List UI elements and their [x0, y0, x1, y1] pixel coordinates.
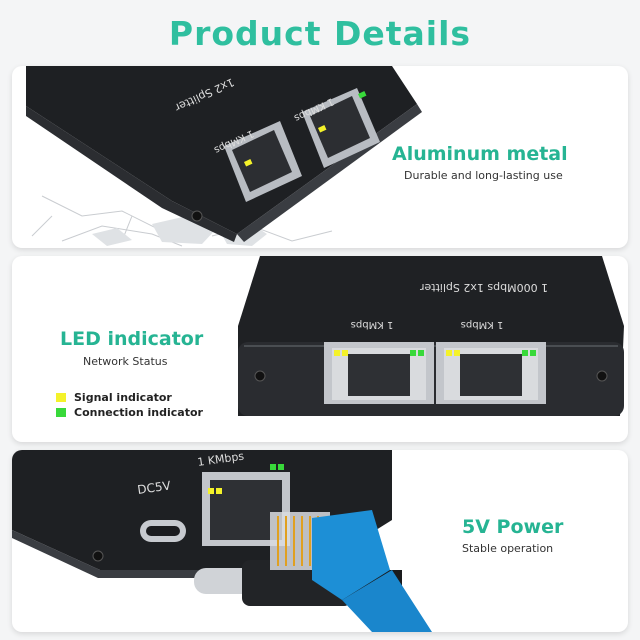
device-label: 1 000Mbps 1x2 Splitter — [419, 281, 548, 294]
screw — [92, 550, 104, 562]
port-label: 1 KMbps — [351, 319, 394, 330]
legend-signal: Signal indicator — [56, 391, 172, 404]
feature-subtitle: Stable operation — [462, 542, 554, 555]
page-title: Product Details — [168, 14, 472, 53]
splitter-front-image: 1 000Mbps 1x2 Splitter 1 KMbps 1 KMbps — [238, 256, 624, 416]
splitter-side-image: DC5V 1 KMbps — [12, 450, 432, 632]
feature-title: 5V Power — [462, 516, 564, 538]
legend-label: Connection indicator — [74, 406, 203, 419]
rj45-port — [436, 342, 546, 404]
signal-swatch — [56, 393, 66, 402]
dc-label: DC5V — [136, 478, 172, 497]
screw — [254, 370, 266, 382]
legend-connection: Connection indicator — [56, 406, 203, 419]
signal-led — [334, 350, 340, 356]
screw — [191, 210, 203, 222]
connection-led — [522, 350, 528, 356]
connection-swatch — [56, 408, 66, 417]
feature-title: LED indicator — [60, 328, 204, 350]
feature-subtitle: Durable and long-lasting use — [404, 169, 563, 182]
connection-led — [410, 350, 416, 356]
feature-title: Aluminum metal — [392, 143, 568, 165]
ethernet-cable — [270, 510, 432, 632]
legend-label: Signal indicator — [74, 391, 172, 404]
aluminum-panel: 1 KMbps 1 KMbps 1x2 Splitter Aluminum me… — [12, 66, 628, 248]
port-label: 1 KMbps — [461, 319, 504, 330]
power-panel: DC5V 1 KMbps — [12, 450, 628, 632]
rj45-port — [224, 121, 302, 202]
rj45-port — [324, 342, 434, 404]
led-panel: 1 000Mbps 1x2 Splitter 1 KMbps 1 KMbps L… — [12, 256, 628, 442]
screw — [596, 370, 608, 382]
splitter-top-image: 1 KMbps 1 KMbps 1x2 Splitter — [26, 66, 422, 247]
signal-led — [446, 350, 452, 356]
rj45-port — [302, 88, 380, 168]
feature-subtitle: Network Status — [83, 355, 168, 368]
